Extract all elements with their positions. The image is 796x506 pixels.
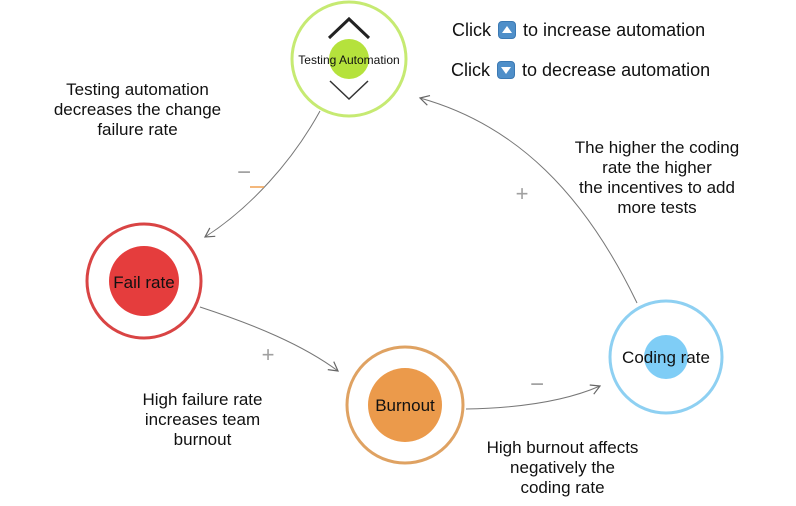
node-label-burnout: Burnout bbox=[375, 396, 435, 415]
node-label-fail: Fail rate bbox=[113, 273, 174, 292]
instruction-decrease-prefix: Click bbox=[451, 60, 490, 80]
note-line: the incentives to add bbox=[579, 178, 735, 197]
link-testing-to-fail bbox=[203, 110, 321, 238]
note-burnout-coding: High burnout affects negatively the codi… bbox=[460, 438, 665, 498]
node-testing-automation: Testing Automation bbox=[290, 0, 408, 118]
up-arrow-key-icon bbox=[498, 21, 517, 39]
note-line: more tests bbox=[617, 198, 697, 217]
instruction-increase: Click to increase automation bbox=[452, 19, 705, 41]
node-core-testing bbox=[329, 39, 369, 79]
chevron-up-icon[interactable] bbox=[327, 16, 371, 40]
note-line: decreases the change bbox=[53, 100, 222, 119]
node-core-burnout bbox=[368, 368, 442, 442]
note-fail-burnout: High failure rate increases team burnout bbox=[110, 390, 295, 450]
note-line: Testing automation bbox=[66, 80, 209, 99]
link-sign-coding-testing: + bbox=[516, 181, 529, 206]
instruction-decrease-suffix: to decrease automation bbox=[522, 60, 711, 80]
link-sign-burnout-coding: − bbox=[530, 371, 544, 398]
note-line: High burnout affects bbox=[486, 438, 639, 457]
instruction-decrease: Click to decrease automation bbox=[451, 59, 710, 81]
link-sign-fail-burnout: + bbox=[262, 342, 275, 367]
node-label-testing: Testing Automation bbox=[298, 53, 399, 67]
note-line: burnout bbox=[173, 430, 232, 449]
link-coding-to-testing bbox=[418, 95, 638, 304]
node-coding-rate: Coding rate bbox=[608, 299, 724, 415]
node-fail-rate: Fail rate bbox=[85, 222, 203, 340]
node-core-coding bbox=[644, 335, 688, 379]
note-line: rate the higher bbox=[602, 158, 712, 177]
note-line: coding rate bbox=[520, 478, 605, 497]
link-fail-to-burnout bbox=[199, 306, 339, 372]
note-line: failure rate bbox=[97, 120, 178, 139]
note-testing-fail: Testing automation decreases the change … bbox=[20, 80, 255, 140]
link-sign-testing-fail: − bbox=[237, 159, 251, 186]
note-line: High failure rate bbox=[142, 390, 263, 409]
link-burnout-to-coding bbox=[465, 384, 602, 410]
note-line: increases team bbox=[144, 410, 261, 429]
node-core-fail bbox=[109, 246, 179, 316]
node-label-coding: Coding rate bbox=[622, 348, 710, 367]
note-coding-testing: The higher the coding rate the higher th… bbox=[547, 138, 767, 218]
instruction-increase-suffix: to increase automation bbox=[523, 20, 706, 40]
chevron-down-icon[interactable] bbox=[329, 80, 369, 101]
note-line: negatively the bbox=[510, 458, 615, 477]
down-arrow-key-icon bbox=[497, 61, 516, 79]
instruction-increase-prefix: Click bbox=[452, 20, 491, 40]
node-burnout: Burnout bbox=[345, 345, 465, 465]
note-line: The higher the coding bbox=[574, 138, 740, 157]
